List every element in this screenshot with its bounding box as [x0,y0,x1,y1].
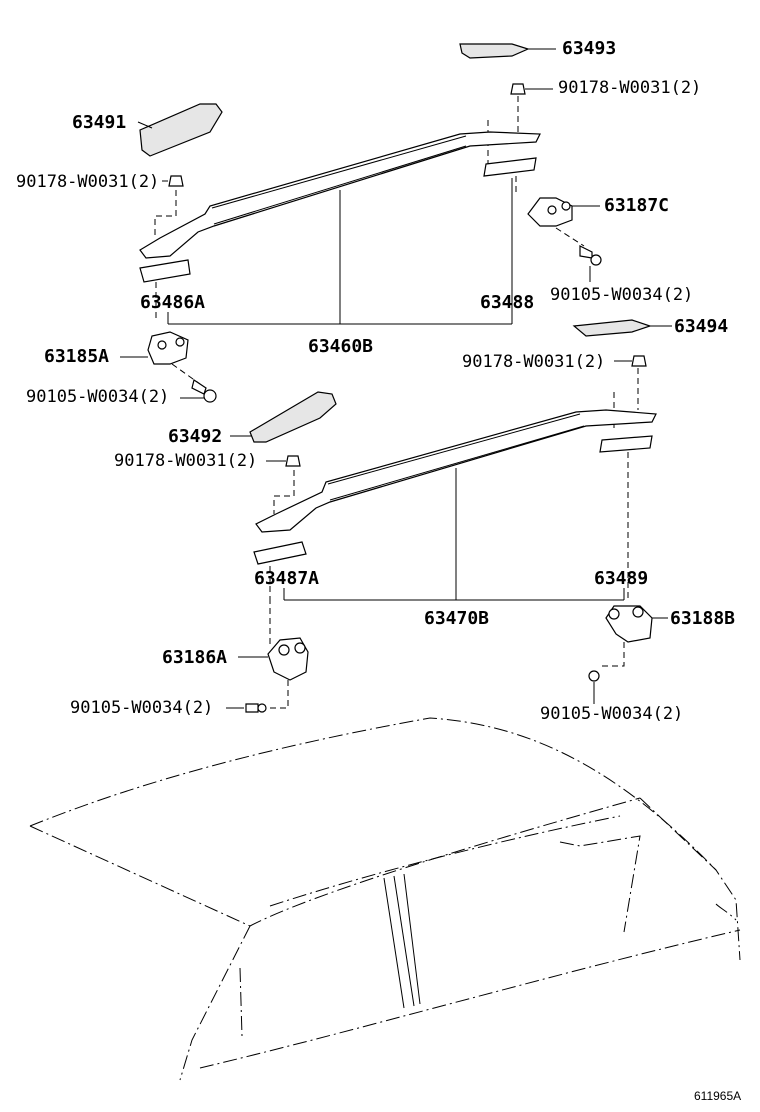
label-90105-right-upper: 90105-W0034(2) [550,285,693,305]
vehicle-outline [29,717,741,1081]
label-63188B: 63188B [670,608,735,629]
nut-icon [614,355,647,367]
cover-63491 [139,103,223,157]
label-90178-top-right: 90178-W0031(2) [558,78,701,98]
label-90178-top-left: 90178-W0031(2) [16,172,159,192]
nut-icon [162,175,184,187]
bolt-icon [226,703,267,713]
label-63186A: 63186A [162,647,227,668]
label-63491: 63491 [72,112,126,133]
label-63492: 63492 [168,426,222,447]
bolt-icon [180,379,217,403]
figure-code: 611965A [694,1089,741,1103]
cover-63494 [572,319,652,337]
pad-63488 [483,157,537,177]
label-90178-mid-left: 90178-W0031(2) [114,451,257,471]
label-90105-right-lower: 90105-W0034(2) [540,704,683,724]
pad-63486A [139,259,191,283]
cover-63492 [249,391,337,443]
label-63185A: 63185A [44,346,109,367]
pad-63487A [253,541,307,565]
label-63460B: 63460B [308,336,373,357]
label-63489: 63489 [594,568,648,589]
bolt-icon [579,245,602,282]
nut-icon [510,83,553,95]
roof-rail-63460B [139,131,541,259]
label-63493: 63493 [562,38,616,59]
roof-rail-63470B [255,409,657,533]
label-63470B: 63470B [424,608,489,629]
label-63488: 63488 [480,292,534,313]
pad-63489 [599,435,653,453]
label-90178-mid-right: 90178-W0031(2) [462,352,605,372]
label-90105-left-upper: 90105-W0034(2) [26,387,169,407]
label-63187C: 63187C [604,195,669,216]
cover-63493 [459,43,530,59]
bolt-icon [588,670,600,704]
label-63494: 63494 [674,316,728,337]
label-63487A: 63487A [254,568,319,589]
label-63486A: 63486A [140,292,205,313]
label-90105-left-lower: 90105-W0034(2) [70,698,213,718]
bracket-63185A [147,331,189,365]
nut-icon [266,455,301,467]
